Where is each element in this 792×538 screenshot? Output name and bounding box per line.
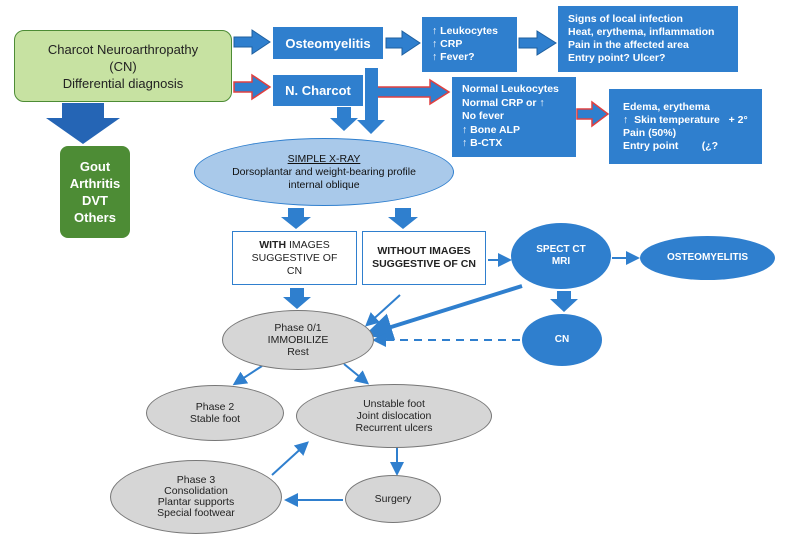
xray-title: SIMPLE X-RAY (287, 152, 361, 165)
charcot-sign-line: Edema, erythema (623, 100, 710, 113)
arrow-phase3-to-unstable (271, 441, 309, 476)
osteo-sign-line: Heat, erythema, inflammation (568, 26, 715, 38)
spect-line: MRI (551, 256, 571, 267)
phase2-line: Phase 2 (195, 401, 235, 413)
arrow-without-to-phase01 (365, 294, 401, 327)
charcot-signs-box: Edema, erythema ↑ Skin temperature + 2° … (609, 89, 762, 164)
phase01-ellipse: Phase 0/1 IMMOBILIZE Rest (222, 310, 374, 370)
osteo-sign-line: Signs of local infection (568, 13, 683, 25)
charcot-line: Charcot Neuroarthropathy (47, 41, 199, 57)
osteo-lab-line: ↑ Leukocytes (432, 25, 498, 37)
arrow-labs-to-signs (518, 30, 557, 56)
phase3-line: Plantar supports (157, 496, 235, 508)
ncharcot-box: N. Charcot (273, 75, 363, 106)
unstable-line: Joint dislocation (356, 410, 432, 422)
osteo-lab-line: ↑ CRP (432, 38, 463, 50)
charcot-lab-line: Normal Leukocytes (462, 83, 559, 96)
arrow-charcot-to-ncharcot (233, 73, 272, 101)
charcot-line: (CN) (109, 58, 137, 74)
arrow-labs-to-signs-2 (576, 100, 610, 128)
phase2-line: Stable foot (189, 413, 241, 425)
spect-line: SPECT CT (536, 244, 586, 255)
osteomyelitis-ellipse-label: OSTEOMYELITIS (666, 252, 749, 263)
charcot-labs-box: Normal Leukocytes Normal CRP or ↑ No fev… (452, 77, 576, 157)
charcot-sign-line: Pain (50%) (623, 126, 677, 139)
charcot-sign-line: ↑ Skin temperature + 2° (623, 113, 748, 126)
cn-ellipse: CN (522, 314, 602, 366)
differential-list-box: Gout Arthritis DVT Others (60, 146, 130, 238)
arrow-charcot-to-osteomyelitis (233, 29, 271, 55)
without-images-line: SUGGESTIVE OF CN (372, 258, 476, 270)
xray-line: internal oblique (288, 178, 360, 191)
arrow-ncharcot-to-xray (330, 107, 358, 131)
charcot-lab-line: ↑ B-CTX (462, 137, 503, 150)
osteomyelitis-box: Osteomyelitis (273, 27, 383, 59)
phase01-line: IMMOBILIZE (267, 334, 329, 346)
phase3-line: Special footwear (157, 507, 235, 519)
differential-item: Others (74, 210, 116, 225)
charcot-differential-box: Charcot Neuroarthropathy (CN) Differenti… (14, 30, 232, 102)
charcot-lab-line: ↑ Bone ALP (462, 123, 520, 136)
phase3-line: Phase 3 (176, 474, 216, 486)
differential-item: DVT (82, 193, 108, 208)
cn-label: CN (554, 334, 570, 345)
osteo-signs-box: Signs of local infection Heat, erythema,… (558, 6, 738, 72)
phase2-ellipse: Phase 2 Stable foot (146, 385, 284, 441)
osteomyelitis-label: Osteomyelitis (285, 35, 371, 51)
differential-item: Arthritis (69, 176, 121, 191)
phase3-ellipse: Phase 3 Consolidation Plantar supports S… (110, 460, 282, 534)
charcot-sign-line: Entry point (¿? (623, 139, 719, 152)
arrow-ncharcot-to-labs (365, 78, 451, 106)
unstable-foot-ellipse: Unstable foot Joint dislocation Recurren… (296, 384, 492, 448)
with-images-line: CN (286, 264, 303, 277)
arrow-osteo-to-labs (385, 30, 421, 56)
xray-ellipse: SIMPLE X-RAY Dorsoplantar and weight-bea… (194, 138, 454, 206)
spect-mri-ellipse: SPECT CT MRI (511, 223, 611, 289)
with-rest: IMAGES (286, 238, 330, 251)
with-images-box: WITH IMAGES SUGGESTIVE OF CN (232, 231, 357, 285)
xray-line: Dorsoplantar and weight-bearing profile (232, 165, 416, 178)
osteomyelitis-ellipse: OSTEOMYELITIS (640, 236, 775, 280)
arrow-with-to-phase01 (283, 288, 311, 309)
surgery-ellipse: Surgery (345, 475, 441, 523)
charcot-line: Differential diagnosis (62, 75, 184, 91)
surgery-label: Surgery (374, 493, 412, 505)
arrow-phase01-to-unstable (343, 363, 370, 385)
arrow-phase01-to-phase2 (232, 365, 263, 386)
osteo-labs-box: ↑ Leukocytes ↑ CRP ↑ Fever? (422, 17, 517, 72)
with-bold: WITH (259, 238, 287, 251)
ncharcot-label: N. Charcot (285, 83, 351, 98)
arrow-spect-to-cn (550, 291, 578, 312)
osteo-sign-line: Pain in the affected area (568, 39, 689, 51)
phase01-line: Rest (287, 346, 309, 358)
charcot-lab-line: No fever (462, 110, 505, 123)
arrow-xray-to-with (281, 208, 311, 229)
arrow-spect-to-phase01 (364, 284, 523, 341)
unstable-line: Unstable foot (363, 398, 425, 410)
osteo-lab-line: ↑ Fever? (432, 51, 475, 63)
with-images-first-line: WITH IMAGES (259, 239, 330, 252)
differential-item: Gout (79, 159, 111, 174)
with-images-line: SUGGESTIVE OF (251, 251, 338, 264)
arrow-osteo-to-xray (357, 68, 385, 134)
phase01-line: Phase 0/1 (274, 322, 322, 334)
osteo-sign-line: Entry point? Ulcer? (568, 52, 666, 64)
arrow-charcot-to-differential (46, 103, 120, 144)
arrow-xray-to-without (388, 208, 418, 229)
charcot-lab-line: Normal CRP or ↑ (462, 96, 545, 109)
without-images-box: WITHOUT IMAGES SUGGESTIVE OF CN (362, 231, 486, 285)
unstable-line: Recurrent ulcers (355, 422, 433, 434)
phase3-line: Consolidation (164, 485, 228, 497)
without-images-line: WITHOUT IMAGES (377, 245, 471, 257)
